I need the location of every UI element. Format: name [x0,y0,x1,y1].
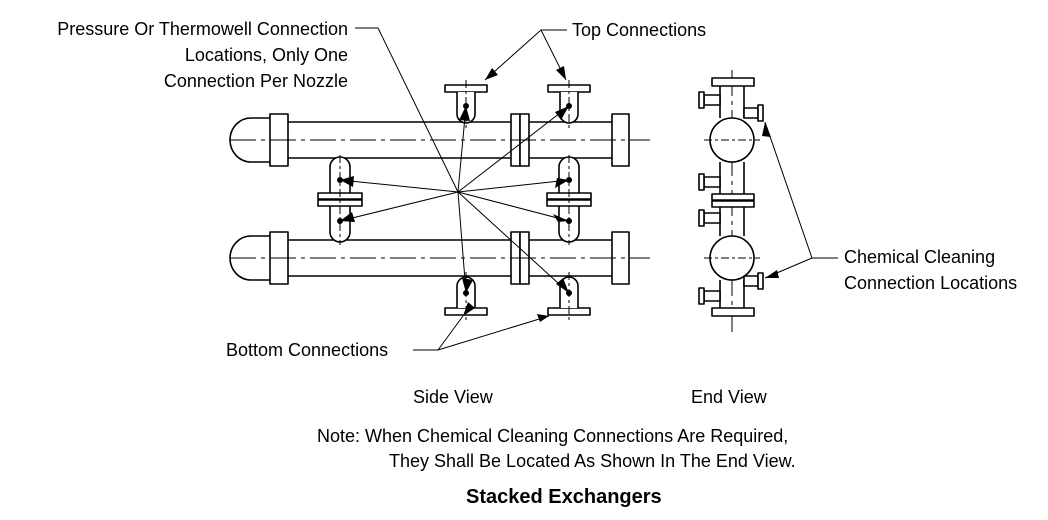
end-view-label: End View [691,387,767,407]
drawing-title: Stacked Exchangers [466,486,662,508]
end-view [698,70,764,332]
pressure-thermowell-line-2: Locations, Only One [184,45,348,65]
top-connections-label: Top Connections [572,20,707,40]
pressure-thermowell-line-3: Connection Per Nozzle [163,71,348,91]
upper-shell [229,113,650,167]
chemical-cleaning-line-2: Connection Locations [844,273,1018,293]
leader-lines [339,27,838,351]
pressure-thermowell-line-1: Pressure Or Thermowell Connection [57,19,348,39]
pressure-thermowell-label: Pressure Or Thermowell Connection Locati… [57,16,348,94]
note-line-2: They Shall Be Located As Shown In The En… [389,451,796,471]
chemical-cleaning-line-1: Chemical Cleaning [844,247,996,267]
chemical-cleaning-label: Chemical Cleaning Connection Locations [844,244,1017,296]
interconnect-right [546,155,592,245]
arrowheads [340,66,779,322]
note-line-1: Note: When Chemical Cleaning Connections… [317,426,789,446]
interconnect-left [317,155,363,245]
connection-dots [337,103,572,296]
side-view-label: Side View [413,387,493,407]
lower-shell [229,231,650,285]
bottom-connections-label: Bottom Connections [226,340,389,360]
